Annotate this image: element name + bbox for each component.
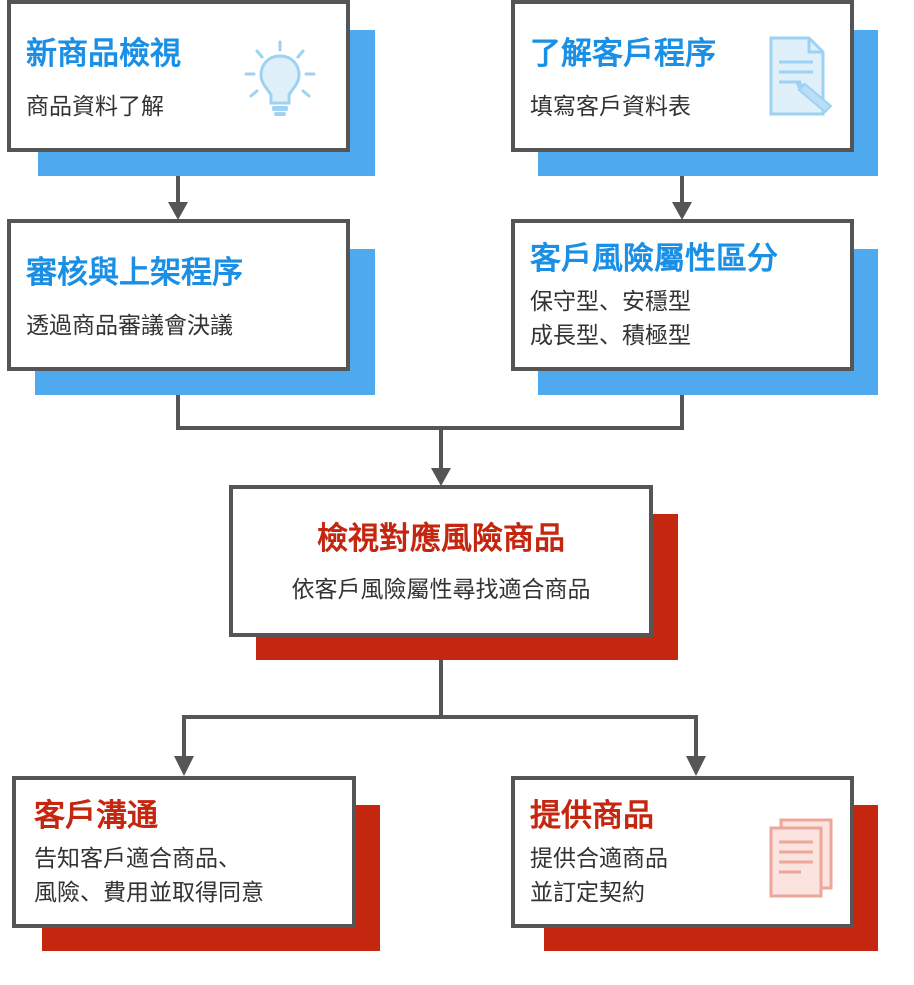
risk-match-box: 檢視對應風險商品 依客戶風險屬性尋找適合商品 (229, 485, 653, 637)
box-description: 告知客戶適合商品、 風險、費用並取得同意 (34, 846, 264, 906)
box-title: 了解客戶程序 (530, 36, 716, 72)
box-description: 透過商品審議會決議 (26, 313, 233, 339)
new-product-review-box: 新商品檢視 商品資料了解 (7, 0, 350, 152)
documents-icon (769, 818, 833, 898)
form-pencil-icon (769, 36, 833, 116)
arrowhead-communication (174, 756, 194, 776)
box-title: 提供商品 (530, 798, 654, 834)
risk-classification-box: 客戶風險屬性區分 保守型、安穩型 成長型、積極型 (511, 219, 854, 371)
box-title: 新商品檢視 (26, 36, 181, 72)
know-customer-box: 了解客戶程序 填寫客戶資料表 (511, 0, 854, 152)
connector-split (182, 715, 698, 758)
box-description: 保守型、安穩型 成長型、積極型 (530, 289, 691, 349)
box-title: 客戶溝通 (34, 798, 158, 834)
customer-communication-box: 客戶溝通 告知客戶適合商品、 風險、費用並取得同意 (12, 776, 356, 928)
lightbulb-icon (244, 40, 316, 116)
arrowhead-review (168, 202, 188, 220)
provide-product-box: 提供商品 提供合適商品 並訂定契約 (511, 776, 854, 928)
box-description: 商品資料了解 (26, 94, 164, 120)
arrowhead-provide (686, 756, 706, 776)
box-description: 填寫客戶資料表 (530, 94, 691, 120)
box-title: 審核與上架程序 (26, 255, 243, 291)
arrowhead-risk-match (431, 468, 451, 486)
connector-merge (176, 368, 684, 430)
box-title: 檢視對應風險商品 (317, 521, 565, 557)
box-description: 提供合適商品 並訂定契約 (530, 846, 668, 906)
box-description: 依客戶風險屬性尋找適合商品 (291, 577, 591, 603)
review-listing-box: 審核與上架程序 透過商品審議會決議 (7, 219, 350, 371)
box-title: 客戶風險屬性區分 (530, 241, 778, 277)
arrowhead-risk (672, 202, 692, 220)
